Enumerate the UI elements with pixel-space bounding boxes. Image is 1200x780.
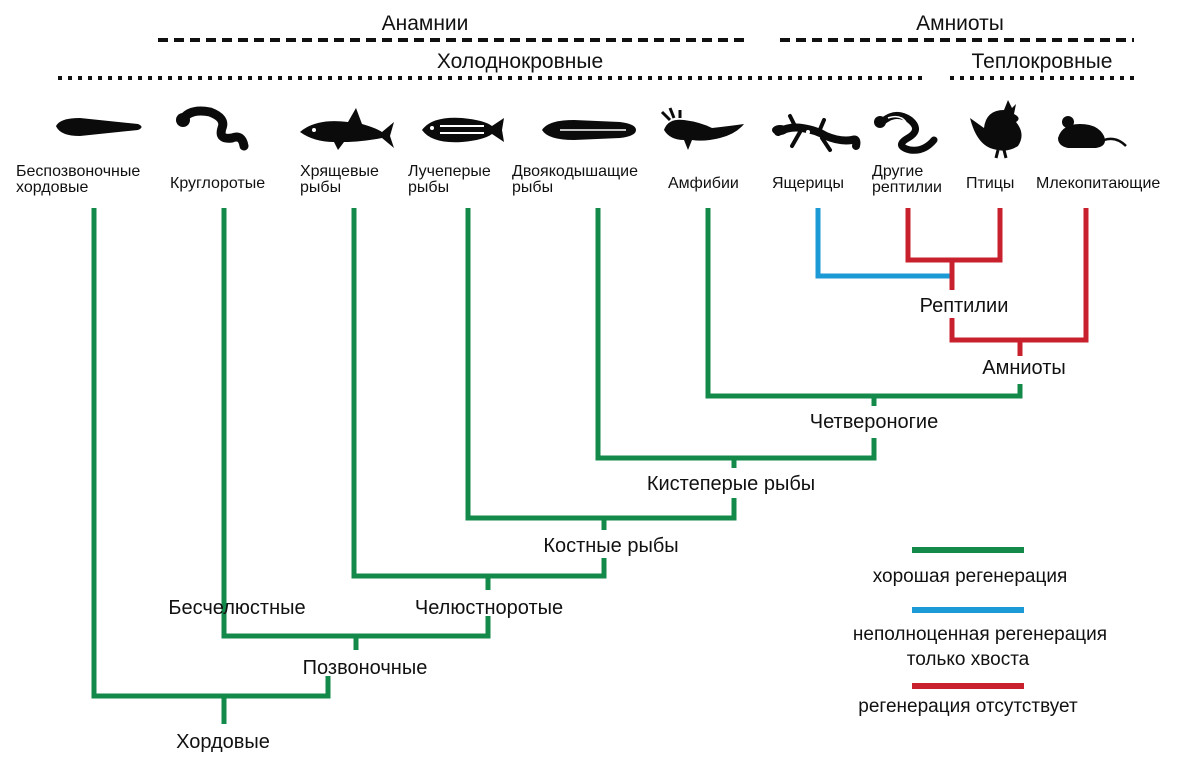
group-anamnia-label: Анамнии (382, 12, 469, 35)
taxon-label: хордовые (16, 179, 88, 196)
mouse-icon (1058, 116, 1127, 148)
lizard-icon (772, 114, 861, 152)
lungfish-icon (542, 120, 636, 140)
node-label-bonyfish: Костные рыбы (543, 535, 678, 557)
axolotl-icon (660, 107, 744, 150)
taxon-label: Двоякодышащие (512, 163, 638, 180)
legend-label-none: регенерация отсутствует (858, 696, 1078, 717)
node-label-tetrapods: Четвероногие (810, 411, 938, 433)
group-warm-label: Теплокровные (972, 50, 1113, 73)
taxon-label: Млекопитающие (1036, 175, 1160, 192)
node-labels: Рептилии Амниоты Четвероногие Кистеперые… (168, 295, 1065, 753)
group-headers: Анамнии Амниоты Холоднокровные Теплокров… (58, 12, 1136, 80)
tree-branches (91, 208, 1089, 724)
taxon-label: рыбы (408, 179, 449, 196)
silhouettes (56, 100, 1127, 159)
hen-icon (970, 100, 1022, 159)
lamprey-icon (176, 106, 249, 151)
legend-label-partial-1: неполноценная регенерация (853, 624, 1107, 645)
taxon-label: Круглоротые (170, 175, 265, 192)
taxon-label: рептилии (872, 179, 942, 196)
node-label-vertebrates: Позвоночные (303, 657, 428, 679)
group-cold-label: Холоднокровные (437, 50, 603, 73)
node-label-amniotes: Амниоты (982, 357, 1066, 379)
taxon-label: рыбы (300, 179, 341, 196)
taxon-label: Амфибии (668, 175, 739, 192)
none-branches (905, 208, 1089, 356)
legend: хорошая регенерация неполноценная регене… (853, 547, 1107, 717)
taxon-label: Лучеперые (408, 163, 491, 180)
node-label-chordates: Хордовые (176, 731, 270, 753)
taxon-label: Ящерицы (772, 175, 844, 192)
node-label-jawed: Челюстноротые (415, 597, 563, 619)
partial-branches (815, 208, 952, 279)
node-label-reptiles: Рептилии (920, 295, 1009, 317)
taxon-label: Птицы (966, 175, 1014, 192)
taxon-label: Беспозвоночные (16, 163, 140, 180)
taxon-label: рыбы (512, 179, 553, 196)
shark-icon (300, 108, 394, 150)
snake-icon (874, 112, 938, 154)
legend-label-partial-2: только хвоста (907, 649, 1030, 670)
fish-icon (422, 117, 504, 143)
legend-label-good: хорошая регенерация (873, 566, 1068, 587)
taxon-label: Другие (872, 163, 923, 180)
lancelet-icon (56, 118, 142, 136)
group-amniota-label: Амниоты (916, 12, 1004, 35)
node-label-lobefins: Кистеперые рыбы (647, 473, 815, 495)
good-branches (91, 208, 1023, 724)
taxon-labels: Беспозвоночные хордовые Круглоротые Хрящ… (16, 163, 1160, 196)
taxon-label: Хрящевые (300, 163, 379, 180)
node-label-jawless: Бесчелюстные (168, 597, 305, 619)
